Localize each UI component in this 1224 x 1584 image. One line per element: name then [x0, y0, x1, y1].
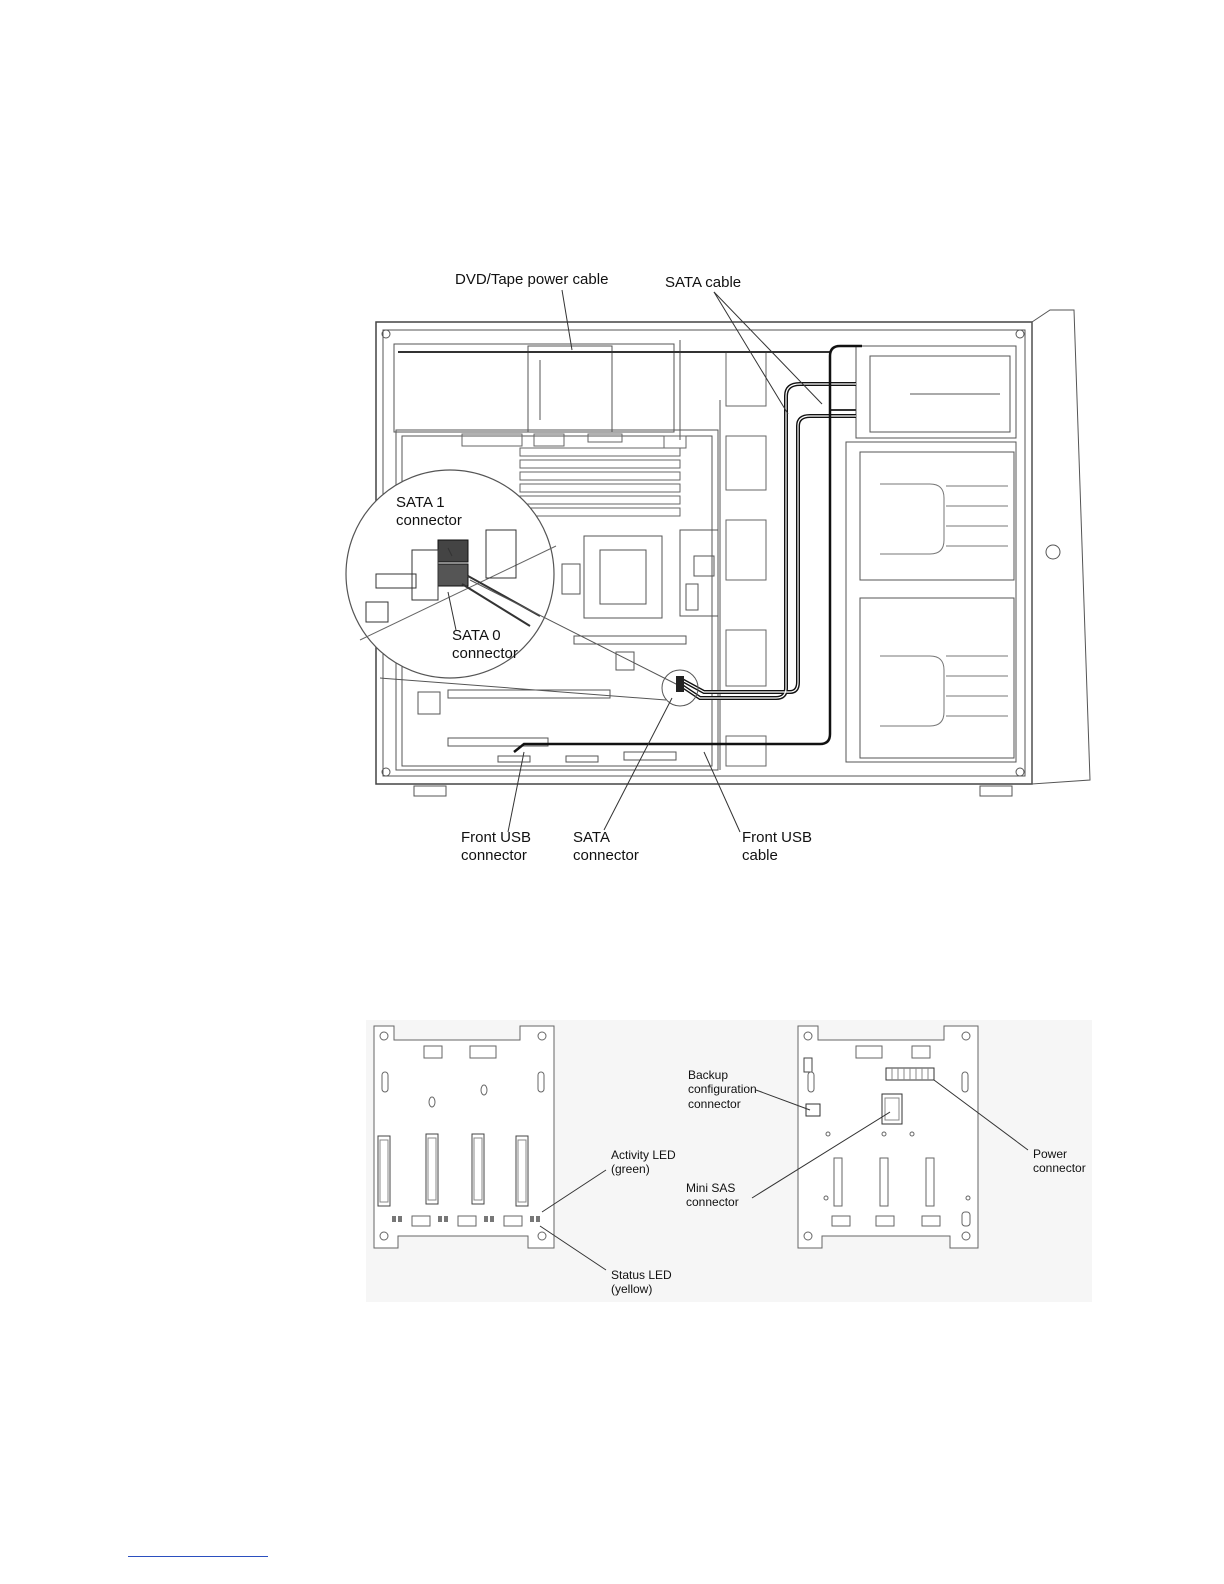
sata1-connector-label-line2: connector — [396, 512, 462, 530]
backup-configuration-connector-label-line1: Backup — [688, 1068, 757, 1082]
status-led-label: Status LED (yellow) — [611, 1268, 672, 1297]
power-connector-label-line1: Power — [1033, 1147, 1086, 1161]
mini-sas-connector-label-line2: connector — [686, 1195, 739, 1209]
backplane-rear-illustration — [798, 1026, 978, 1248]
dvd-tape-power-cable-label: DVD/Tape power cable — [455, 271, 608, 289]
activity-led-label-line1: Activity LED — [611, 1148, 676, 1162]
status-led-label-line1: Status LED — [611, 1268, 672, 1282]
backplane-front-illustration — [366, 1020, 1092, 1302]
power-connector-label: Power connector — [1033, 1147, 1086, 1176]
sata1-connector-label-line1: SATA 1 — [396, 494, 462, 512]
front-usb-cable-label-line2: cable — [742, 847, 812, 865]
sata-connector-label-line1: SATA — [573, 829, 639, 847]
backup-configuration-connector-label: Backup configuration connector — [688, 1068, 757, 1111]
status-led-label-line2: (yellow) — [611, 1282, 672, 1296]
backup-configuration-connector-label-line3: connector — [688, 1097, 757, 1111]
sata0-connector-label: SATA 0 connector — [452, 627, 518, 663]
sata-connector-label-line2: connector — [573, 847, 639, 865]
front-usb-connector-label-line2: connector — [461, 847, 531, 865]
sata0-connector-label-line1: SATA 0 — [452, 627, 518, 645]
footer-link-rule — [128, 1556, 268, 1557]
front-usb-connector-label: Front USB connector — [461, 829, 531, 865]
sata1-connector-label: SATA 1 connector — [396, 494, 462, 530]
mini-sas-connector-label-line1: Mini SAS — [686, 1181, 739, 1195]
activity-led-label: Activity LED (green) — [611, 1148, 676, 1177]
front-usb-connector-label-line1: Front USB — [461, 829, 531, 847]
mini-sas-connector-label: Mini SAS connector — [686, 1181, 739, 1210]
front-usb-cable-label: Front USB cable — [742, 829, 812, 865]
sata0-connector-label-line2: connector — [452, 645, 518, 663]
sata-cable-label: SATA cable — [665, 274, 741, 292]
front-usb-cable-label-line1: Front USB — [742, 829, 812, 847]
sata-connector-label: SATA connector — [573, 829, 639, 865]
power-connector-label-line2: connector — [1033, 1161, 1086, 1175]
activity-led-label-line2: (green) — [611, 1162, 676, 1176]
backup-configuration-connector-label-line2: configuration — [688, 1082, 757, 1096]
